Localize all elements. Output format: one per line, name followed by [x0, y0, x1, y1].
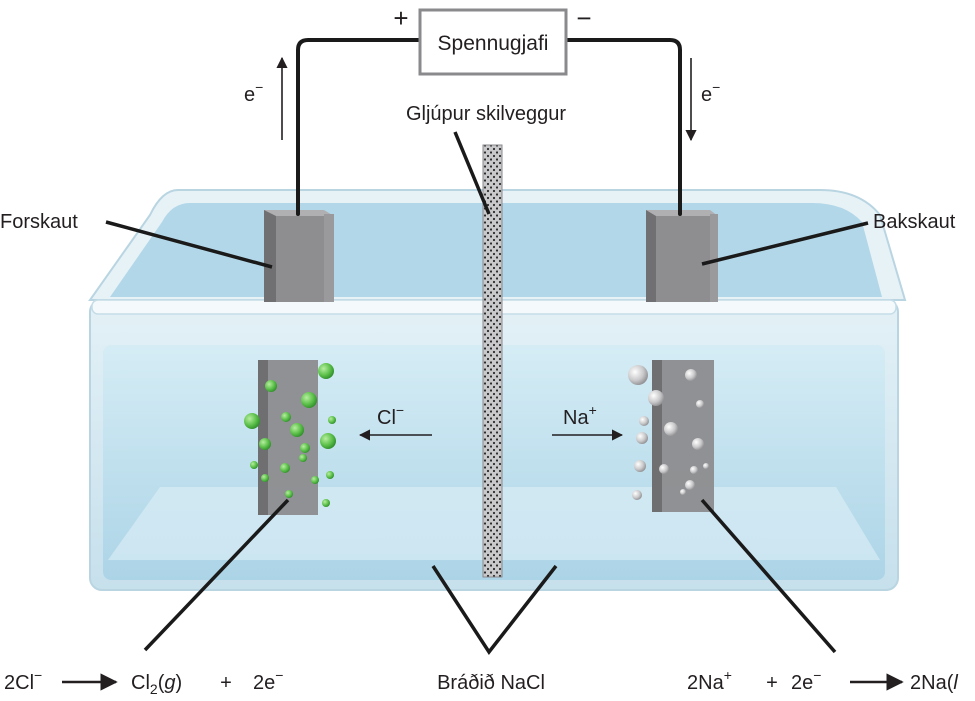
- sodium-droplet: [634, 460, 646, 472]
- svg-text:2Na(l: 2Na(l: [910, 672, 958, 694]
- anode-electrode: [258, 210, 334, 515]
- chlorine-bubble: [318, 363, 334, 379]
- power-source-label: Spennugjafi: [438, 32, 549, 55]
- chlorine-bubble: [261, 474, 269, 482]
- svg-text:2e−: 2e−: [253, 667, 283, 694]
- chlorine-bubble: [244, 413, 260, 429]
- sodium-droplet: [664, 422, 678, 436]
- anode-plus: +: [220, 672, 232, 694]
- cathode-reaction-leader: [700, 498, 837, 654]
- svg-text:e−: e−: [701, 79, 720, 106]
- chlorine-bubble: [250, 461, 258, 469]
- cathode-electrons-charge: −: [813, 667, 821, 683]
- anode-product: Cl: [131, 672, 150, 694]
- cathode-electrode: [646, 210, 718, 512]
- chlorine-bubble: [265, 380, 277, 392]
- circuit-wires: [296, 38, 682, 216]
- cathode-electrons: 2e: [791, 672, 813, 694]
- sodium-droplets: [628, 365, 709, 500]
- electron-flow-right: e−: [685, 58, 720, 142]
- sodium-droplet: [703, 463, 709, 469]
- chlorine-bubble: [328, 416, 336, 424]
- cathode-reactant: 2Na: [687, 672, 725, 694]
- svg-text:Cl2(g): Cl2(g): [131, 672, 182, 696]
- anode-electrons-charge: −: [275, 667, 283, 683]
- anode-leader: [105, 220, 273, 269]
- chlorine-bubble: [326, 471, 334, 479]
- sodium-droplet: [639, 416, 649, 426]
- wire-cathode: [564, 38, 682, 216]
- anode-reactant: 2Cl: [4, 672, 34, 694]
- negative-terminal-sign: −: [576, 3, 591, 33]
- cathode-equation: 2Na+ + 2e− 2Na(l: [687, 667, 958, 694]
- chlorine-bubble: [285, 490, 293, 498]
- electron-label-right: e: [701, 84, 712, 106]
- cathode-product-state: l: [953, 672, 958, 694]
- chlorine-bubble: [300, 443, 310, 453]
- sodium-ion-label: Na: [563, 407, 589, 429]
- svg-text:2Na+: 2Na+: [687, 667, 732, 694]
- electron-flow-left: e−: [244, 56, 288, 140]
- sodium-droplet: [685, 480, 695, 490]
- chloride-ion-charge: −: [396, 402, 404, 418]
- sodium-droplet: [692, 438, 704, 450]
- svg-text:2Cl−: 2Cl−: [4, 667, 42, 694]
- sodium-droplet: [685, 369, 697, 381]
- chlorine-bubble: [322, 499, 330, 507]
- electron-charge-right: −: [712, 79, 720, 95]
- sodium-droplet: [632, 490, 642, 500]
- anode-product-subscript: 2: [150, 681, 158, 696]
- positive-terminal-sign: +: [393, 3, 408, 33]
- sodium-droplet: [696, 400, 704, 408]
- cathode-leader: [701, 221, 869, 266]
- chlorine-bubble: [280, 463, 290, 473]
- anode-product-state-close: ): [175, 672, 182, 694]
- porous-diaphragm: [482, 144, 503, 578]
- cathode-plus: +: [766, 672, 778, 694]
- sodium-droplet: [628, 365, 648, 385]
- chlorine-bubble: [301, 392, 317, 408]
- electrolyte-label: Bráðið NaCl: [437, 672, 545, 694]
- sodium-migration: Na+: [552, 402, 624, 441]
- electrolyte-leader: [431, 564, 558, 656]
- anode-equation: 2Cl− Cl2(g) + 2e−: [4, 667, 283, 697]
- power-source: Spennugjafi + −: [393, 3, 592, 76]
- chlorine-bubble: [311, 476, 319, 484]
- chlorine-bubbles: [244, 363, 336, 507]
- diaphragm-leader: [453, 131, 491, 215]
- chloride-ion-label: Cl: [377, 407, 396, 429]
- anode-product-state: g: [164, 672, 175, 694]
- svg-text:e−: e−: [244, 79, 263, 106]
- chlorine-bubble: [320, 433, 336, 449]
- sodium-droplet: [680, 489, 686, 495]
- chlorine-bubble: [281, 412, 291, 422]
- chlorine-bubble: [259, 438, 271, 450]
- chlorine-bubble: [299, 454, 307, 462]
- electron-label-left: e: [244, 84, 255, 106]
- sodium-droplet: [690, 466, 698, 474]
- sodium-droplet: [636, 432, 648, 444]
- svg-text:Cl−: Cl−: [377, 402, 404, 429]
- anode-reaction-leader: [143, 498, 290, 652]
- anode-product-state-open: (: [158, 672, 165, 694]
- anode-label: Forskaut: [0, 211, 78, 233]
- electron-charge-left: −: [255, 79, 263, 95]
- cathode-product: 2Na(: [910, 672, 954, 694]
- diaphragm-label: Gljúpur skilveggur: [406, 103, 566, 125]
- chlorine-bubble: [290, 423, 304, 437]
- wire-anode: [296, 38, 422, 216]
- cathode-label: Bakskaut: [873, 211, 956, 233]
- anode-reactant-charge: −: [34, 667, 42, 683]
- anode-electrons: 2e: [253, 672, 275, 694]
- cathode-reactant-charge: +: [724, 667, 732, 683]
- sodium-ion-charge: +: [589, 402, 597, 418]
- sodium-droplet: [659, 464, 669, 474]
- sodium-droplet: [648, 390, 664, 406]
- chloride-migration: Cl−: [358, 402, 432, 441]
- svg-text:Na+: Na+: [563, 402, 597, 429]
- svg-text:2e−: 2e−: [791, 667, 821, 694]
